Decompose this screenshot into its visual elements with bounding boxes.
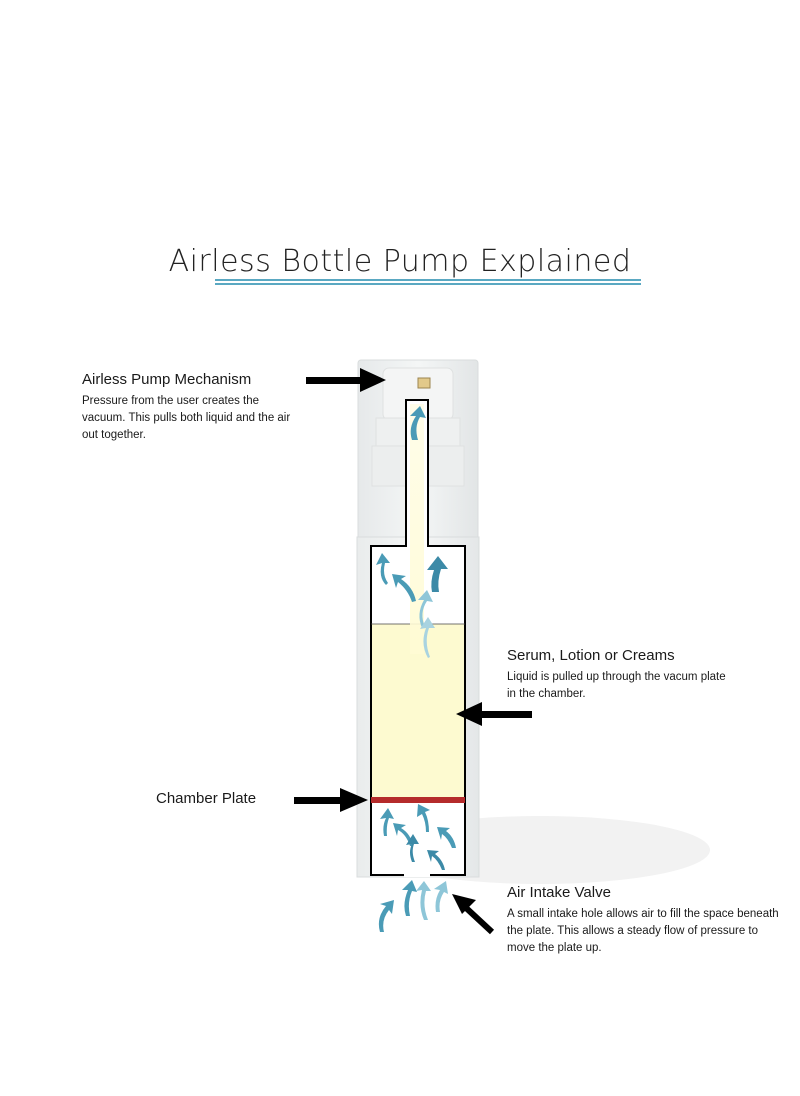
nozzle-icon bbox=[417, 377, 431, 389]
chamber-plate-heading: Chamber Plate bbox=[156, 790, 257, 807]
arrow-to-liquid-head-icon bbox=[456, 702, 482, 726]
arrow-to-pump-head-icon bbox=[360, 368, 386, 392]
pump-mechanism-heading: Airless Pump Mechanism bbox=[82, 371, 252, 388]
arrow-to-intake-icon bbox=[461, 903, 495, 935]
chamber-plate bbox=[371, 797, 465, 803]
title-underline-second bbox=[215, 283, 641, 285]
air-arrows-top bbox=[376, 406, 448, 658]
air-intake-text: A small intake hole allows air to fill t… bbox=[507, 908, 779, 954]
arrow-to-plate-icon bbox=[294, 797, 342, 804]
air-intake-heading: Air Intake Valve bbox=[507, 884, 611, 901]
pump-mechanism-text: Pressure from the user creates the vacuu… bbox=[82, 395, 291, 441]
page-title: Airless Bottle Pump Explained bbox=[168, 244, 632, 279]
air-arrows-bottom bbox=[380, 804, 456, 870]
pointer-arrows bbox=[294, 368, 532, 935]
arrow-to-liquid-icon bbox=[480, 711, 532, 718]
title-underline bbox=[215, 279, 641, 281]
air-intake-opening bbox=[404, 873, 430, 877]
arrow-to-pump-icon bbox=[306, 377, 362, 384]
air-arrows-intake bbox=[378, 880, 448, 932]
arrow-to-plate-head-icon bbox=[340, 788, 368, 812]
serum-text: Liquid is pulled up through the vacum pl… bbox=[507, 671, 726, 700]
serum-heading: Serum, Lotion or Creams bbox=[507, 647, 675, 664]
liquid-flow-beam bbox=[410, 404, 424, 654]
arrow-to-intake-head-icon bbox=[452, 894, 476, 914]
